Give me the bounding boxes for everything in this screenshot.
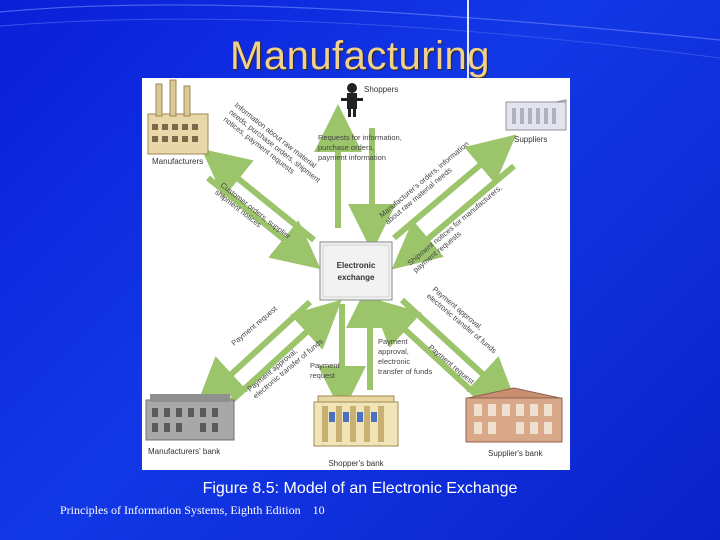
warehouse-icon	[505, 99, 567, 131]
slide-footer: Principles of Information Systems, Eight…	[60, 503, 325, 518]
arrow-from-manufacturers-bank	[225, 299, 342, 407]
shoppers-bank-down-text-1: Payment	[378, 337, 409, 346]
shoppers-bank-up-text-2: request	[310, 371, 336, 380]
suppliers-label: Suppliers	[514, 135, 547, 144]
suppliers-bank-icon	[465, 387, 563, 443]
shoppers-label: Shoppers	[364, 85, 398, 94]
center-label-line1: Electronic	[337, 261, 376, 270]
shopper-icon	[341, 83, 363, 117]
center-label-line2: exchange	[338, 273, 375, 282]
footer-text: Principles of Information Systems, Eight…	[60, 503, 301, 517]
shoppers-bank-up-text-1: Payment	[310, 361, 341, 370]
shoppers-flow-text-2: purchase orders,	[318, 143, 374, 152]
manufacturers-label: Manufacturers	[152, 157, 203, 166]
shoppers-flow-text-3: payment information	[318, 153, 386, 162]
shoppers-bank-down-text-4: transfer of funds	[378, 367, 432, 376]
manufacturers-bank-label: Manufacturers' bank	[148, 447, 221, 456]
flow-text: Manufacturer's orders, information	[378, 139, 471, 219]
title-divider-line	[467, 0, 469, 84]
exchange-diagram: Electronic exchange Manufacturers	[145, 79, 567, 468]
figure-caption: Figure 8.5: Model of an Electronic Excha…	[202, 480, 518, 497]
arrow-from-suppliers-bank	[370, 297, 489, 407]
slide-title: Manufacturing	[230, 34, 490, 78]
electronic-exchange-box	[319, 241, 393, 301]
shoppers-bank-icon	[313, 395, 399, 447]
manufacturers-bank-icon	[145, 394, 235, 441]
shoppers-bank-down-text-3: electronic	[378, 357, 410, 366]
page-number: 10	[312, 503, 325, 517]
suppliers-bank-label: Supplier's bank	[488, 449, 543, 458]
shoppers-flow-text-1: Requests for information,	[318, 133, 402, 142]
arrow-from-suppliers	[391, 163, 516, 270]
arrow-from-manufacturers	[206, 175, 321, 270]
shoppers-bank-down-text-2: approval,	[378, 347, 409, 356]
electronic-exchange-figure: Electronic exchange Manufacturers	[142, 78, 570, 470]
factory-icon	[147, 79, 209, 155]
flow-text: needs, purchase orders, shipment	[227, 108, 323, 185]
shoppers-bank-label: Shopper's bank	[328, 459, 384, 468]
